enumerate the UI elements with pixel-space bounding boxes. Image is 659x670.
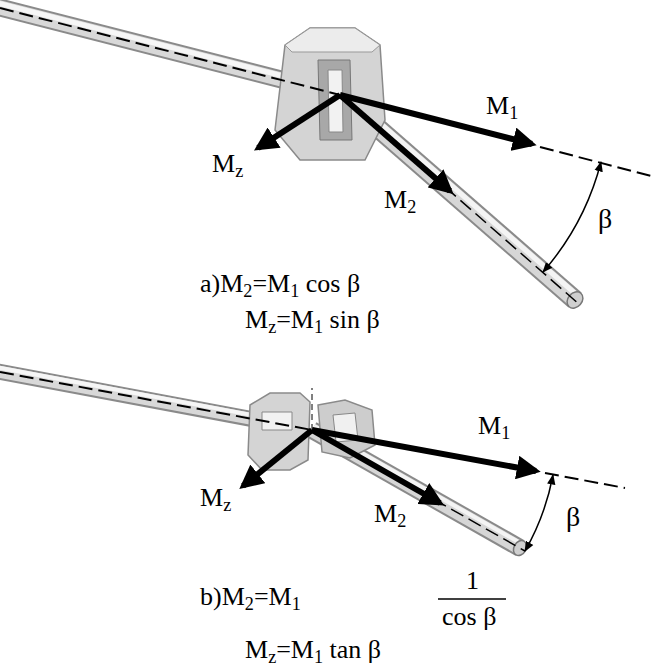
moment-label: Mz <box>200 484 231 513</box>
axis-line <box>0 372 625 551</box>
moment-arrow <box>243 430 536 503</box>
shaft <box>0 366 529 558</box>
moment-label: M1 <box>486 92 518 121</box>
formula: 1 <box>466 567 479 596</box>
formula: b)M2=M1 <box>200 583 301 612</box>
moment-label: M2 <box>384 186 416 215</box>
moment-label: Mz <box>212 150 243 179</box>
formula: a)M2=M1 cos β <box>200 270 360 299</box>
angle-label: β <box>566 502 580 533</box>
fraction-bar <box>438 598 506 600</box>
moment-label: M1 <box>478 412 510 441</box>
hub <box>275 28 385 160</box>
angle-arc <box>525 475 553 551</box>
shaft <box>0 1 586 311</box>
formula: cos β <box>442 603 496 632</box>
axis-line <box>0 8 655 305</box>
formula: Mz=M1 tan β <box>245 636 381 665</box>
formula: Mz=M1 sin β <box>245 306 380 335</box>
angle-arc <box>543 162 601 272</box>
angle-label: β <box>598 204 612 235</box>
moment-label: M2 <box>374 500 406 529</box>
